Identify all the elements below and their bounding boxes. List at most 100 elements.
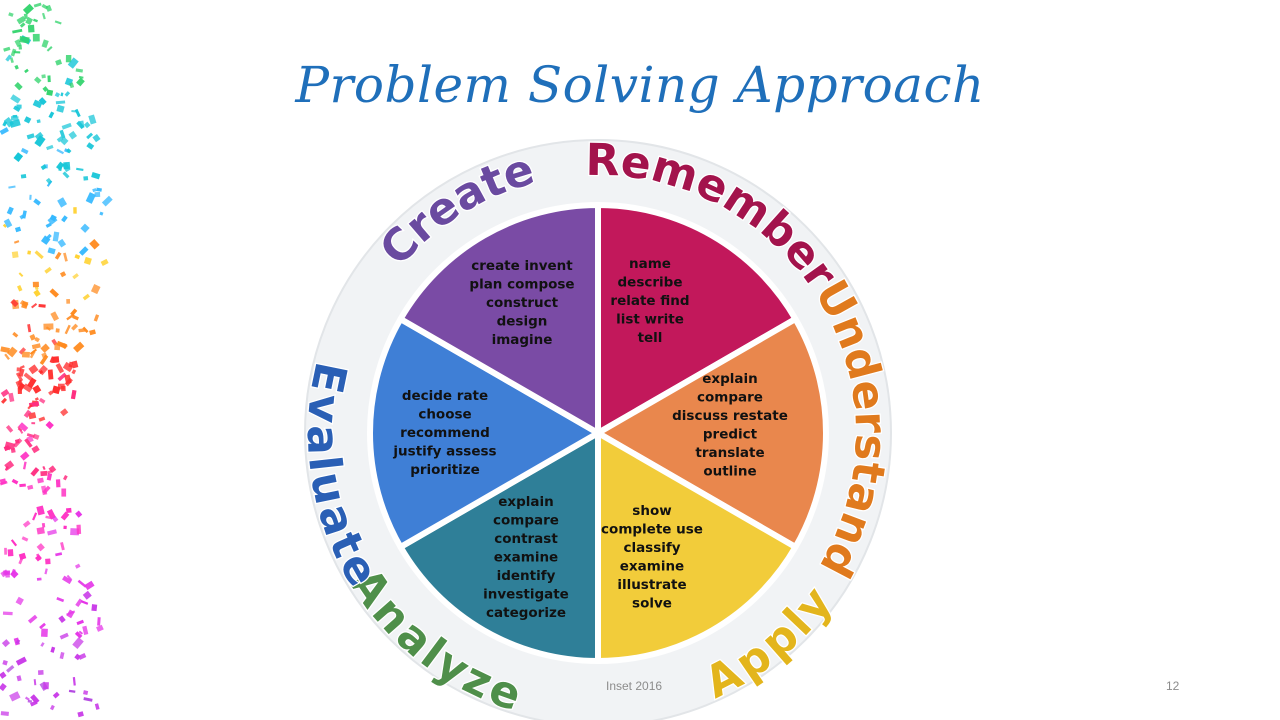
confetti-piece	[6, 206, 14, 215]
confetti-piece	[14, 64, 19, 70]
segment-apply	[595, 430, 799, 664]
confetti-piece	[60, 136, 69, 146]
confetti-piece	[38, 303, 46, 308]
confetti-piece	[64, 91, 71, 97]
confetti-piece	[27, 484, 34, 490]
confetti-piece	[38, 397, 46, 404]
confetti-piece	[96, 187, 102, 192]
verb-item: show	[632, 503, 671, 519]
confetti-piece	[26, 433, 35, 438]
confetti-piece	[46, 46, 53, 52]
confetti-piece	[30, 467, 40, 477]
confetti-piece	[92, 134, 101, 143]
confetti-piece	[64, 377, 73, 387]
confetti-piece	[55, 59, 63, 66]
confetti-piece	[72, 677, 76, 686]
confetti-piece	[15, 639, 21, 645]
confetti-piece	[22, 3, 34, 15]
confetti-piece	[8, 12, 14, 17]
confetti-piece	[55, 100, 66, 105]
confetti-piece	[24, 696, 30, 701]
confetti-piece	[61, 385, 66, 392]
confetti-piece	[71, 323, 79, 331]
confetti-piece	[60, 92, 64, 97]
confetti-piece	[25, 16, 33, 26]
confetti-piece	[61, 122, 72, 130]
confetti-piece	[22, 520, 31, 528]
confetti-piece	[63, 161, 71, 170]
confetti-piece	[54, 92, 61, 98]
confetti-piece	[33, 679, 37, 686]
confetti-piece	[73, 207, 77, 214]
confetti-piece	[27, 24, 35, 33]
verb-item: solve	[632, 596, 672, 612]
confetti-piece	[32, 99, 43, 109]
confetti-piece	[75, 598, 83, 608]
confetti-piece	[39, 369, 44, 375]
confetti-piece	[18, 422, 29, 432]
confetti-piece	[78, 328, 86, 333]
confetti-piece	[13, 152, 24, 162]
confetti-piece	[47, 529, 57, 536]
confetti-piece	[21, 351, 30, 358]
confetti-piece	[62, 575, 72, 585]
confetti-piece	[34, 337, 40, 343]
verb-item: decide rate	[402, 388, 488, 404]
confetti-piece	[37, 365, 48, 376]
confetti-piece	[0, 389, 10, 398]
confetti-piece	[86, 132, 94, 140]
confetti-piece	[66, 610, 76, 616]
verb-item: examine	[620, 559, 684, 575]
confetti-piece	[18, 368, 25, 377]
confetti-piece	[16, 675, 22, 682]
confetti-piece	[46, 89, 54, 96]
confetti-piece	[50, 704, 55, 711]
confetti-piece	[7, 549, 14, 557]
confetti-piece	[11, 478, 19, 485]
confetti-piece	[90, 284, 101, 295]
page-number: 12	[1166, 679, 1180, 693]
confetti-piece	[75, 510, 83, 518]
confetti-piece	[83, 121, 91, 129]
confetti-piece	[94, 703, 100, 710]
confetti-piece	[20, 174, 27, 179]
confetti-piece	[10, 539, 18, 547]
confetti-piece	[46, 473, 53, 481]
confetti-piece	[29, 194, 32, 200]
confetti-piece	[63, 252, 68, 262]
confetti-piece	[3, 218, 13, 229]
confetti-piece	[45, 420, 54, 430]
confetti-piece	[27, 250, 32, 255]
verb-item: outline	[703, 464, 756, 480]
confetti-piece	[69, 82, 75, 89]
confetti-piece	[99, 211, 104, 216]
confetti-piece	[5, 425, 14, 433]
confetti-piece	[47, 369, 54, 380]
confetti-piece	[13, 105, 21, 112]
confetti-piece	[13, 50, 21, 54]
verb-item: list write	[616, 312, 684, 328]
confetti-piece	[13, 438, 23, 448]
confetti-piece	[9, 57, 14, 64]
confetti-piece	[94, 192, 101, 198]
confetti-piece	[45, 326, 51, 331]
confetti-piece	[78, 653, 87, 660]
confetti-piece	[3, 116, 14, 128]
confetti-piece	[8, 185, 16, 189]
confetti-piece	[49, 356, 55, 364]
confetti-piece	[75, 68, 84, 73]
segment-remember	[595, 202, 799, 436]
confetti-piece	[57, 197, 68, 208]
confetti-piece	[57, 372, 67, 382]
confetti-piece	[66, 299, 71, 304]
confetti-piece	[4, 441, 16, 451]
confetti-piece	[23, 372, 33, 382]
confetti-piece	[68, 689, 76, 693]
confetti-piece	[56, 161, 65, 171]
confetti-piece	[47, 75, 51, 83]
verb-item: predict	[703, 427, 758, 443]
confetti-piece	[0, 478, 7, 485]
confetti-piece	[101, 195, 113, 207]
